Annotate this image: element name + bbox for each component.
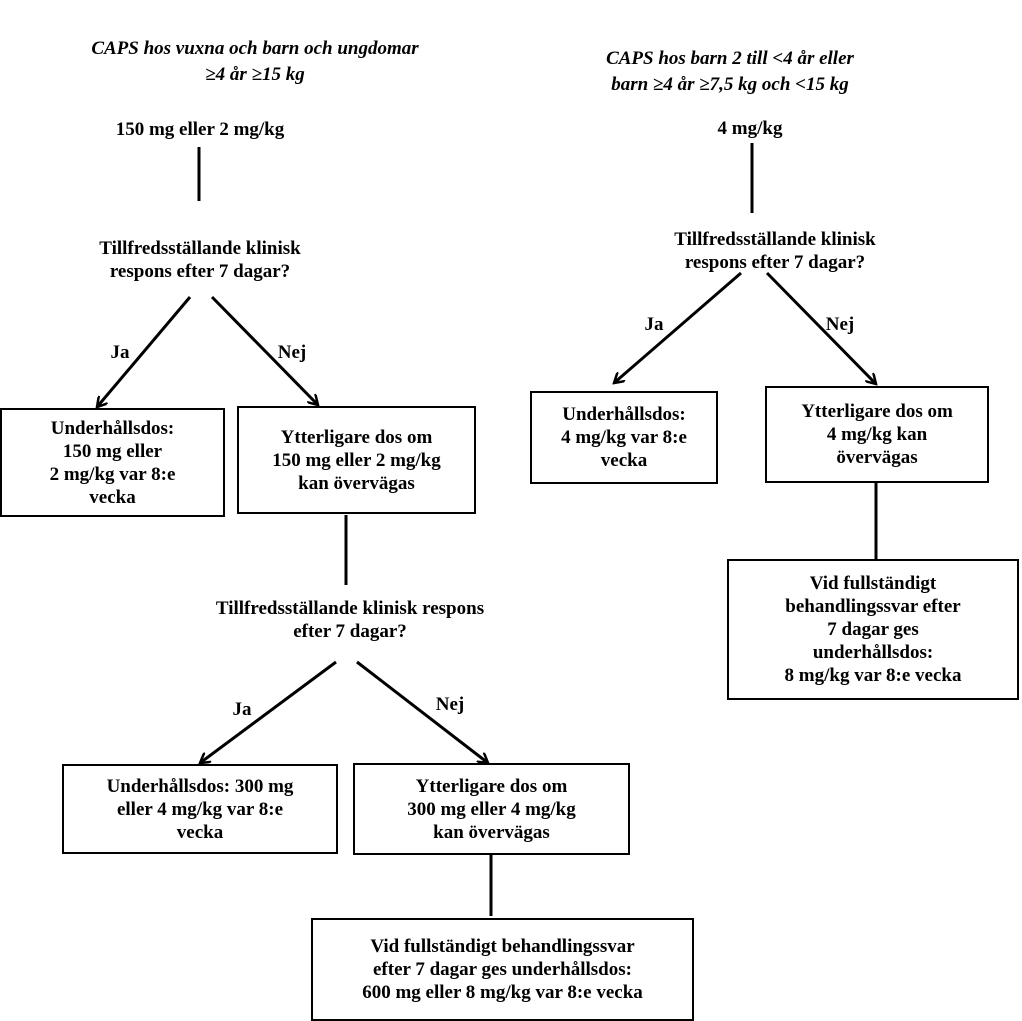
left-additional-text-1: Ytterligare dos om 150 mg eller 2 mg/kg …: [272, 426, 441, 494]
left-question-2: Tillfredsställande klinisk respons efter…: [215, 598, 485, 642]
left-start-dose: 150 mg eller 2 mg/kg: [115, 119, 285, 140]
left-no-label-1: Nej: [277, 342, 307, 363]
left-title-line2: ≥4 år ≥15 kg: [205, 64, 305, 85]
right-additional-text-1: Ytterligare dos om 4 mg/kg kan övervägas: [801, 401, 953, 468]
left-no-label-2: Nej: [435, 694, 465, 715]
arrow-left-ja-2: [200, 660, 337, 763]
left-final-text: Vid fullständigt behandlingssvar efter 7…: [362, 936, 643, 1003]
arrow-right-nej-1: [765, 271, 876, 384]
arrow-left-nej-1: [210, 295, 318, 405]
left-maintenance-text-1: Underhållsdos: 150 mg eller 2 mg/kg var …: [49, 417, 176, 508]
right-additional-box-1: Ytterligare dos om 4 mg/kg kan övervägas: [765, 386, 989, 483]
right-yes-label-1: Ja: [644, 314, 664, 335]
arrow-left-ja-1: [97, 296, 192, 407]
arrow-left-nej-2: [356, 660, 488, 763]
left-maintenance-box-2: Underhållsdos: 300 mg eller 4 mg/kg var …: [62, 764, 338, 854]
right-title-line1: CAPS hos barn 2 till <4 år eller: [606, 48, 854, 69]
left-additional-text-2: Ytterligare dos om 300 mg eller 4 mg/kg …: [407, 775, 576, 843]
right-final-text: Vid fullständigt behandlingssvar efter 7…: [784, 573, 962, 686]
left-additional-box-2: Ytterligare dos om 300 mg eller 4 mg/kg …: [353, 763, 630, 855]
right-maintenance-box-1: Underhållsdos: 4 mg/kg var 8:e vecka: [530, 391, 718, 484]
left-maintenance-box-1: Underhållsdos: 150 mg eller 2 mg/kg var …: [0, 408, 225, 517]
left-maintenance-text-2: Underhållsdos: 300 mg eller 4 mg/kg var …: [106, 775, 294, 843]
arrow-right-ja-1: [614, 271, 742, 383]
left-additional-box-1: Ytterligare dos om 150 mg eller 2 mg/kg …: [237, 406, 476, 514]
right-maintenance-text-1: Underhållsdos: 4 mg/kg var 8:e vecka: [561, 404, 687, 471]
right-question-1: Tillfredsställande klinisk respons efter…: [674, 229, 876, 273]
left-question-1: Tillfredsställande klinisk respons efter…: [99, 238, 301, 282]
left-title-line1: CAPS hos vuxna och barn och ungdomar: [91, 38, 419, 59]
right-no-label-1: Nej: [825, 314, 855, 335]
right-title-line2: barn ≥4 år ≥7,5 kg och <15 kg: [611, 74, 849, 95]
left-yes-label-1: Ja: [110, 342, 130, 363]
right-final-box: Vid fullständigt behandlingssvar efter 7…: [727, 559, 1019, 700]
right-start-dose: 4 mg/kg: [717, 118, 783, 139]
left-final-box: Vid fullständigt behandlingssvar efter 7…: [311, 918, 694, 1021]
left-yes-label-2: Ja: [232, 699, 252, 720]
